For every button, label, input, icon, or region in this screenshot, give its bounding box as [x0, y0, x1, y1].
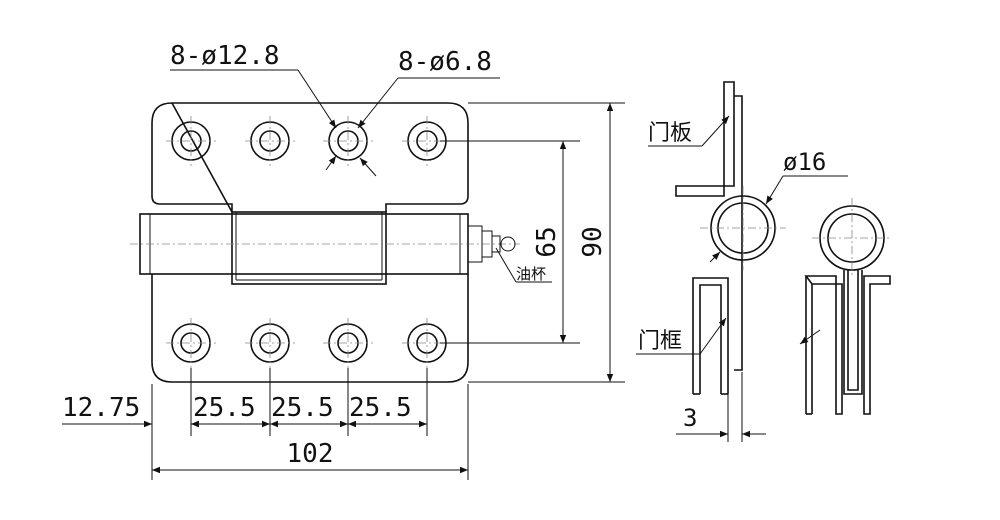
dim-pitch-3-label: 25.5 — [349, 393, 412, 423]
side-view-folded — [799, 198, 892, 415]
top-leaf-outline — [151, 102, 469, 213]
hole-small-label: 8-ø6.8 — [398, 47, 492, 77]
dim-90-label: 90 — [578, 226, 608, 257]
door-frame-bracket — [692, 277, 729, 394]
center-knuckle — [231, 211, 387, 285]
oil-cup — [467, 225, 516, 263]
top-holes — [166, 116, 452, 166]
dim-102-label: 102 — [287, 439, 334, 469]
thickness-label: 3 — [683, 404, 697, 432]
dim-12-75-label: 12.75 — [62, 393, 140, 423]
bottom-holes — [166, 318, 452, 368]
dim-pitch-1-label: 25.5 — [193, 393, 256, 423]
door-frame-label: 门框 — [638, 329, 682, 354]
side-view-assembled: 门板 ø16 门框 3 — [636, 81, 848, 442]
door-panel-bracket — [675, 81, 735, 197]
hole-large-label: 8-ø12.8 — [170, 41, 280, 71]
door-panel-label: 门板 — [648, 121, 692, 146]
bottom-leaf-outline — [151, 274, 469, 383]
oil-cup-label: 油杯 — [516, 265, 546, 283]
dim-65-label: 65 — [532, 226, 562, 257]
pin-diameter-label: ø16 — [783, 148, 826, 176]
dim-pitch-2-label: 25.5 — [271, 393, 334, 423]
front-view: 油杯 8-ø12.8 — [62, 41, 625, 480]
